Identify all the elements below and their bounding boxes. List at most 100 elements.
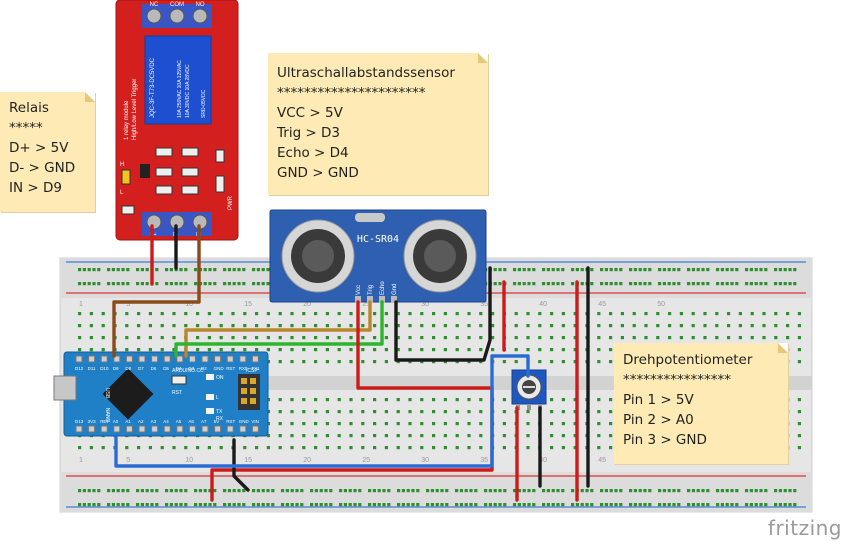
row-number-label: 5	[126, 457, 130, 464]
breadboard-hole	[691, 312, 695, 316]
breadboard-hole	[145, 503, 149, 507]
breadboard-hole	[575, 268, 579, 272]
breadboard-hole	[727, 312, 731, 316]
breadboard-hole	[561, 398, 565, 402]
breadboard-hole	[648, 282, 652, 286]
breadboard-hole	[397, 489, 401, 493]
breadboard-hole	[337, 410, 341, 414]
breadboard-hole	[467, 446, 471, 450]
breadboard-hole	[526, 446, 530, 450]
row-number-label: 5	[126, 301, 130, 308]
breadboard-hole	[561, 336, 565, 340]
breadboard-hole	[337, 324, 341, 328]
relay-component	[144, 35, 212, 125]
breadboard-hole	[762, 336, 766, 340]
breadboard-hole	[614, 503, 618, 507]
breadboard-hole	[550, 398, 554, 402]
header-pin-label: RST	[226, 419, 235, 424]
breadboard-hole	[526, 312, 530, 316]
breadboard-hole	[302, 446, 306, 450]
breadboard-hole	[397, 503, 401, 507]
breadboard-hole	[672, 268, 676, 272]
breadboard-hole	[484, 503, 488, 507]
breadboard-hole	[620, 336, 624, 340]
breadboard-hole	[750, 312, 754, 316]
breadboard-hole	[420, 410, 424, 414]
breadboard-hole	[432, 324, 436, 328]
header-pin	[214, 355, 222, 363]
icsp-label: ICSP	[246, 368, 258, 374]
breadboard-hole	[184, 282, 188, 286]
breadboard-hole	[337, 446, 341, 450]
breadboard-hole	[256, 503, 260, 507]
breadboard-hole	[266, 348, 270, 352]
breadboard-hole	[672, 282, 676, 286]
breadboard-hole	[679, 312, 683, 316]
breadboard-hole	[633, 268, 637, 272]
breadboard-hole	[522, 489, 526, 493]
header-pin-label: D11	[88, 366, 96, 371]
terminal-label-com: COM	[170, 2, 184, 8]
breadboard-hole	[797, 348, 801, 352]
breadboard-hole	[384, 324, 388, 328]
breadboard-hole	[609, 446, 613, 450]
breadboard-hole	[349, 312, 353, 316]
breadboard-hole	[620, 312, 624, 316]
breadboard-hole	[290, 324, 294, 328]
breadboard-hole	[172, 312, 176, 316]
breadboard-hole	[573, 410, 577, 414]
breadboard-hole	[361, 422, 365, 426]
breadboard-hole	[633, 503, 637, 507]
breadboard-hole	[551, 282, 555, 286]
breadboard-hole	[715, 324, 719, 328]
breadboard-hole	[213, 503, 217, 507]
breadboard-hole	[266, 282, 270, 286]
breadboard-hole	[194, 503, 198, 507]
breadboard-hole	[493, 503, 497, 507]
breadboard-hole	[479, 446, 483, 450]
breadboard-hole	[696, 503, 700, 507]
breadboard-hole	[140, 489, 144, 493]
breadboard-hole	[498, 503, 502, 507]
breadboard-hole	[590, 282, 594, 286]
breadboard-hole	[349, 324, 353, 328]
row-number-label: 45	[598, 301, 606, 308]
breadboard-hole	[125, 324, 129, 328]
breadboard-hole	[609, 324, 613, 328]
breadboard-hole	[373, 446, 377, 450]
breadboard-hole	[136, 503, 140, 507]
breadboard-hole	[672, 503, 676, 507]
breadboard-hole	[348, 489, 352, 493]
breadboard-hole	[745, 268, 749, 272]
breadboard-hole	[179, 282, 183, 286]
breadboard-hole	[82, 282, 86, 286]
breadboard-hole	[527, 268, 531, 272]
breadboard-hole	[550, 446, 554, 450]
breadboard-hole	[314, 446, 318, 450]
breadboard-hole	[325, 410, 329, 414]
breadboard-hole	[538, 312, 542, 316]
breadboard-hole	[278, 446, 282, 450]
breadboard-hole	[491, 324, 495, 328]
breadboard-hole	[408, 410, 412, 414]
breadboard-hole	[207, 336, 211, 340]
breadboard-hole	[196, 348, 200, 352]
breadboard-hole	[797, 398, 801, 402]
breadboard-hole	[160, 348, 164, 352]
breadboard-hole	[585, 489, 589, 493]
transistor	[140, 164, 150, 178]
breadboard-hole	[243, 312, 247, 316]
breadboard-hole	[573, 324, 577, 328]
breadboard-hole	[361, 336, 365, 340]
breadboard-hole	[137, 348, 141, 352]
breadboard-hole	[455, 503, 459, 507]
breadboard-hole	[78, 324, 82, 328]
breadboard-hole	[455, 348, 459, 352]
breadboard-hole	[730, 489, 734, 493]
breadboard-hole	[92, 282, 96, 286]
breadboard-hole	[219, 324, 223, 328]
breadboard-hole	[493, 268, 497, 272]
breadboard-hole	[793, 282, 797, 286]
breadboard-hole	[597, 348, 601, 352]
